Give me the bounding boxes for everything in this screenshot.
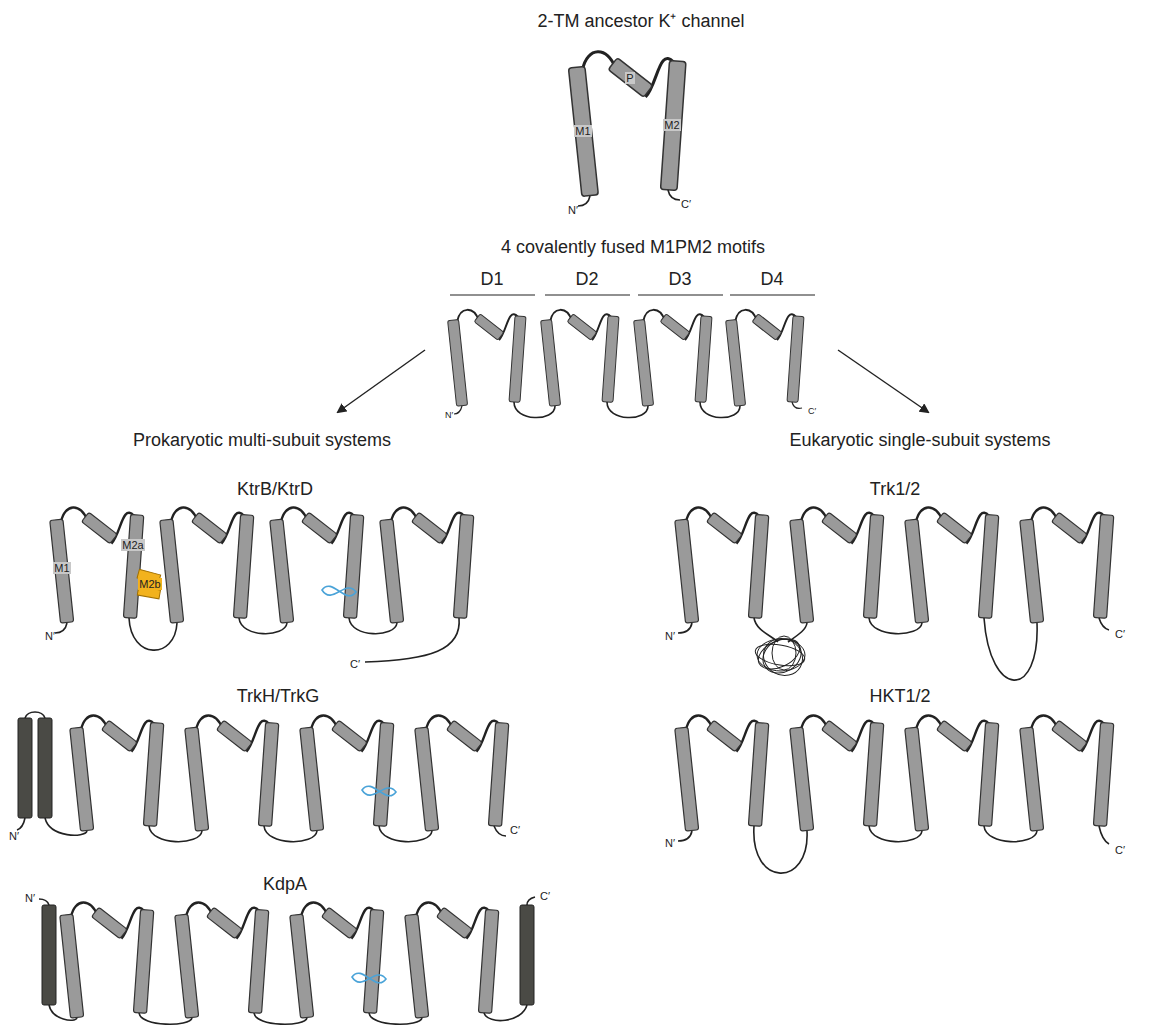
terminus-label: N′ bbox=[568, 204, 578, 216]
protein-name: KtrB/KtrD bbox=[237, 480, 313, 500]
terminus-label: C′ bbox=[681, 198, 691, 210]
terminus-label: N′ bbox=[25, 892, 35, 904]
trkh-topology bbox=[17, 712, 509, 842]
hkt-topology bbox=[675, 715, 1114, 873]
terminus-label: C′ bbox=[808, 407, 816, 417]
ktrb-topology bbox=[50, 507, 474, 662]
terminus-label: N′ bbox=[9, 830, 19, 842]
helix-label: P bbox=[625, 72, 634, 84]
kdpa-topology bbox=[39, 897, 535, 1024]
terminus-label: C′ bbox=[350, 658, 360, 670]
domain-label: D1 bbox=[480, 270, 503, 290]
protein-name: Trk1/2 bbox=[870, 480, 920, 500]
group-heading: Eukaryotic single-subuit systems bbox=[789, 431, 1050, 451]
protein-name: TrkH/TrkG bbox=[237, 687, 320, 707]
fused-motifs bbox=[338, 295, 928, 418]
terminus-label: N′ bbox=[445, 411, 453, 421]
domain-label: D3 bbox=[668, 270, 691, 290]
trk-topology bbox=[675, 507, 1114, 682]
terminus-label: C′ bbox=[540, 890, 550, 902]
helix-label: M2 bbox=[663, 119, 680, 131]
group-heading: Prokaryotic multi-subuit systems bbox=[133, 431, 391, 451]
figure-heading: 2-TM ancestor K⁺ channel bbox=[537, 12, 744, 32]
terminus-label: C′ bbox=[1115, 628, 1125, 640]
helix-label: M1 bbox=[53, 562, 70, 574]
helix-label: M2a bbox=[121, 539, 144, 551]
terminus-label: C′ bbox=[1115, 844, 1125, 856]
protein-name: KdpA bbox=[263, 875, 307, 895]
terminus-label: N′ bbox=[665, 837, 675, 849]
domain-label: D2 bbox=[575, 270, 598, 290]
helix-label: M2b bbox=[138, 578, 161, 590]
terminus-label: N′ bbox=[665, 630, 675, 642]
protein-name: HKT1/2 bbox=[869, 687, 930, 707]
figure-heading: 4 covalently fused M1PM2 motifs bbox=[501, 238, 765, 258]
terminus-label: N′ bbox=[45, 630, 55, 642]
helix-label: M1 bbox=[574, 125, 591, 137]
terminus-label: C′ bbox=[510, 824, 520, 836]
domain-label: D4 bbox=[760, 270, 783, 290]
ancestor-channel bbox=[568, 52, 686, 206]
